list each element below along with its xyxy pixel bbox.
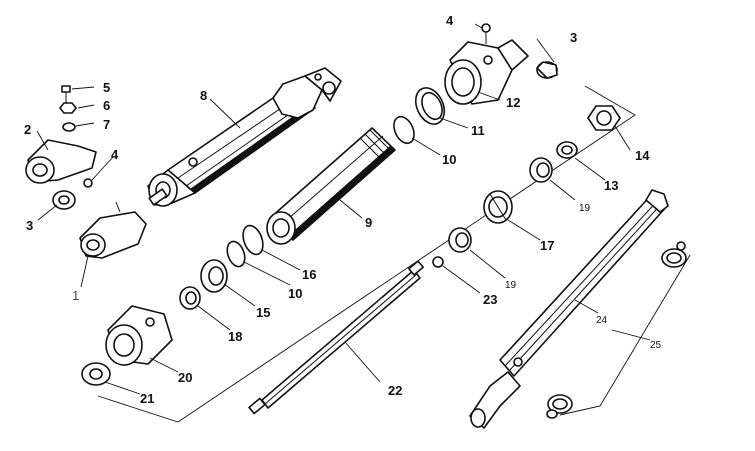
part-18-seal bbox=[179, 286, 201, 310]
part-13-washer bbox=[556, 141, 578, 159]
label-1: 1 bbox=[72, 288, 79, 303]
label-25: 25 bbox=[650, 340, 662, 351]
part-19-seal-upper bbox=[529, 157, 553, 183]
label-2: 2 bbox=[24, 122, 31, 137]
part-25-seal-kit bbox=[546, 241, 687, 419]
label-22: 22 bbox=[388, 383, 402, 398]
assembly-frame bbox=[97, 85, 636, 423]
part-22-piston-rod bbox=[248, 260, 424, 415]
part-24-cylinder-assembly bbox=[469, 189, 669, 429]
repair-kit-frame bbox=[559, 254, 691, 416]
part-4-grease-nipple-top bbox=[481, 23, 491, 44]
part-20-gland-nut bbox=[105, 305, 173, 366]
part-10-oring-lower bbox=[226, 240, 246, 268]
label-3-top: 3 bbox=[570, 30, 577, 45]
leader-lines bbox=[36, 23, 651, 395]
label-8: 8 bbox=[200, 88, 207, 103]
label-10-top: 10 bbox=[442, 152, 456, 167]
part-7-washer bbox=[62, 122, 76, 132]
part-10-oring-top bbox=[393, 115, 415, 145]
label-18: 18 bbox=[228, 329, 242, 344]
label-17: 17 bbox=[540, 238, 554, 253]
label-4-left: 4 bbox=[111, 147, 119, 162]
part-19-seal-lower bbox=[448, 227, 472, 253]
label-24: 24 bbox=[596, 315, 608, 326]
part-23-small-ring bbox=[432, 256, 444, 268]
part-21-nut bbox=[81, 362, 111, 386]
part-16-oring bbox=[242, 224, 264, 256]
label-3-left: 3 bbox=[26, 218, 33, 233]
label-7: 7 bbox=[103, 117, 110, 132]
label-14: 14 bbox=[635, 148, 650, 163]
part-11-ring bbox=[414, 87, 446, 125]
label-4-top: 4 bbox=[446, 13, 454, 28]
label-13: 13 bbox=[604, 178, 618, 193]
part-8-cylinder bbox=[147, 67, 342, 207]
part-12-head bbox=[444, 39, 529, 105]
label-11: 11 bbox=[471, 123, 485, 138]
part-9-tube bbox=[266, 127, 396, 245]
part-14-nut bbox=[587, 105, 621, 131]
label-9: 9 bbox=[365, 215, 372, 230]
label-23: 23 bbox=[483, 292, 497, 307]
part-3-bushing-left bbox=[52, 190, 76, 210]
part-6-nut bbox=[59, 102, 77, 114]
label-16: 16 bbox=[302, 267, 316, 282]
label-12: 12 bbox=[506, 95, 520, 110]
label-10-lower: 10 bbox=[288, 286, 302, 301]
part-4-grease-nipple-left bbox=[83, 178, 93, 188]
part-15-bushing bbox=[200, 259, 228, 293]
part-17-piston bbox=[483, 190, 513, 224]
label-6: 6 bbox=[103, 98, 110, 113]
label-19-lower: 19 bbox=[505, 280, 517, 291]
label-20: 20 bbox=[178, 370, 192, 385]
label-5: 5 bbox=[103, 80, 110, 95]
part-1-clevis-eye bbox=[79, 201, 147, 259]
part-3-bushing-top bbox=[536, 61, 558, 79]
part-2-clevis bbox=[25, 139, 97, 184]
label-21: 21 bbox=[140, 391, 154, 406]
label-15: 15 bbox=[256, 305, 270, 320]
label-19-upper: 19 bbox=[579, 203, 591, 214]
